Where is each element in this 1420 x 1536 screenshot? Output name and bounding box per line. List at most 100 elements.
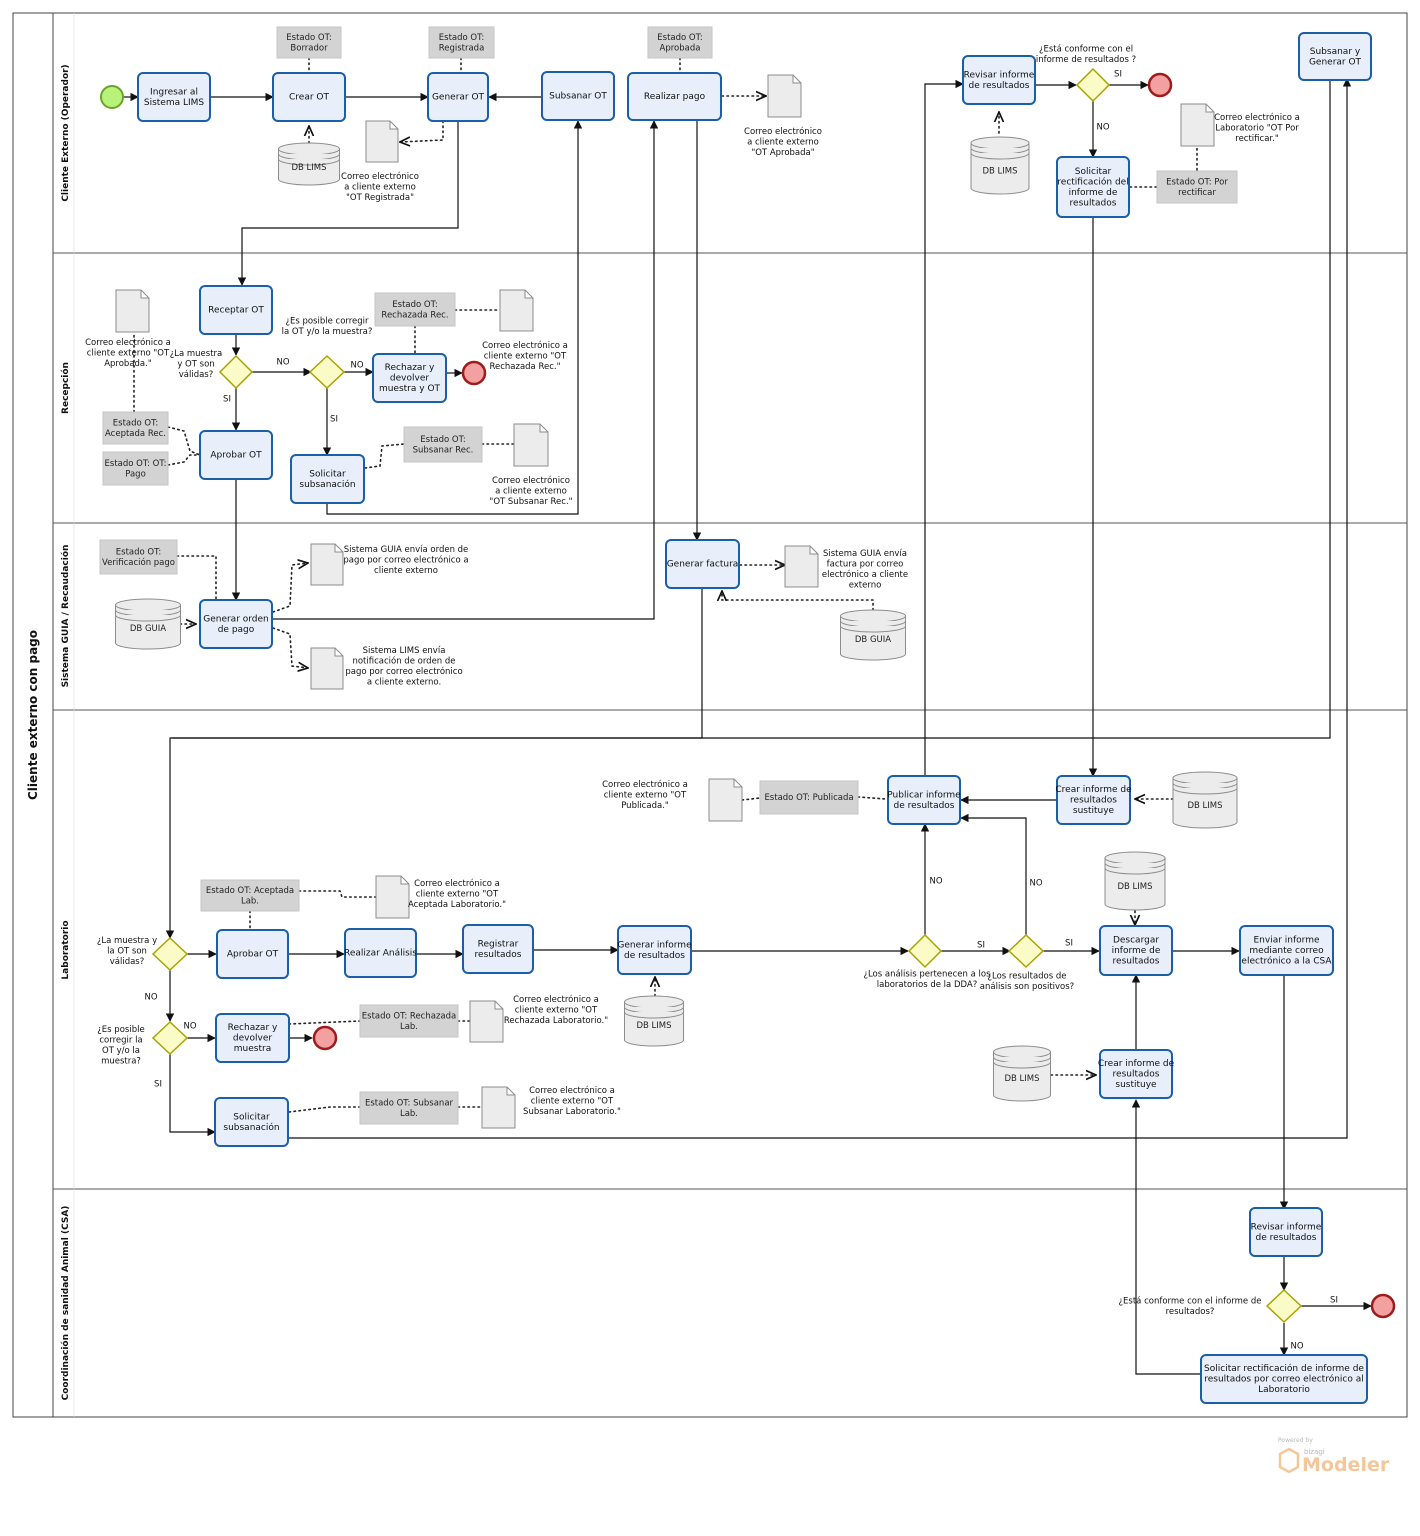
correo-subsanar-rec-document-icon [513, 423, 549, 467]
task-aprobar-ot-rec[interactable]: Aprobar OT [199, 430, 273, 480]
state-rechazada-rec: Estado OT:Rechazada Rec. [374, 292, 456, 327]
database-db-lims-2: DB LIMS [970, 136, 1030, 195]
note-text: cliente externo "OT [604, 791, 687, 801]
association [364, 443, 405, 469]
end-event-recepcion [461, 360, 487, 386]
state-aprobada: Estado OT:Aprobada [647, 26, 713, 59]
task-receptar-ot[interactable]: Receptar OT [199, 285, 273, 335]
task-label: de resultados [1256, 1233, 1317, 1243]
task-label: Generar OT [1309, 57, 1362, 67]
gateway-label: ¿Está conforme con el informe de [1119, 1296, 1262, 1306]
state-publicada: Estado OT: Publicada [759, 780, 859, 815]
flow [288, 78, 1352, 1139]
gateway-corregir-rec [308, 354, 346, 390]
note-text: rectificar." [1235, 134, 1279, 144]
flow-label-no: NO [1029, 879, 1042, 889]
state-registrada: Estado OT:Registrada [428, 26, 495, 59]
task-label: Ingresar al [150, 87, 198, 97]
task-label: Enviar informe [1253, 936, 1319, 946]
task-label: Registrar [478, 939, 519, 949]
flow [1131, 1099, 1201, 1375]
state-label: Aceptada Rec. [105, 429, 166, 439]
task-label: Laboratorio [1258, 1385, 1310, 1395]
note-text: Sistema GUIA envía [823, 549, 907, 559]
flow-label-si: SI [330, 415, 338, 425]
task-label: Generar factura [667, 560, 739, 570]
state-label: Aprobada [660, 43, 701, 53]
note-text: cliente externo "OT [484, 352, 567, 362]
watermark-powered: Powered by [1278, 1437, 1313, 1444]
start-event [100, 85, 124, 109]
database-db-lims-6: DB LIMS [993, 1045, 1051, 1102]
gateway-label: muestra? [101, 1056, 141, 1066]
lane-title-cliente: Cliente Externo (Operador) [61, 64, 71, 201]
association [741, 797, 761, 801]
task-label: Aprobar OT [210, 451, 262, 461]
lane-title-csa: Coordinación de sanidad Animal (CSA) [60, 1206, 71, 1401]
note-text: Laboratorio "OT Por [1215, 124, 1299, 134]
state-label: Estado OT: Aceptada [206, 886, 294, 896]
task-generar-factura[interactable]: Generar factura [665, 539, 740, 589]
task-realizar-pago[interactable]: Realizar pago [627, 72, 722, 121]
task-subsanar-ot[interactable]: Subsanar OT [541, 71, 615, 121]
state-label: Registrada [439, 43, 485, 53]
flow-label-no: NO [1290, 1342, 1303, 1352]
note-text: Correo electrónico a [513, 994, 599, 1005]
task-generar-ot[interactable]: Generar OT [427, 72, 489, 122]
gateway-pertenecen-dda [907, 933, 943, 969]
flow [169, 1054, 216, 1137]
state-label: Estado OT: [420, 435, 465, 445]
database-label: DB LIMS [982, 166, 1017, 176]
database-label: DB LIMS [1117, 882, 1152, 892]
task-label: Aprobar OT [227, 950, 279, 960]
state-label: Verificación pago [102, 557, 175, 568]
association [400, 120, 444, 142]
task-label: muestra [234, 1044, 271, 1054]
note-text: cliente externo "OT [531, 1097, 614, 1107]
note-text: Subsanar Laboratorio." [523, 1107, 621, 1117]
note-text: Publicada." [621, 801, 669, 811]
note-text: externo [849, 580, 882, 590]
gateway-label: resultados? [1166, 1307, 1215, 1317]
gateway-label: laboratorios de la DDA? [877, 980, 977, 990]
gateway-muestra-validas-lab [151, 936, 189, 972]
gateway-label-pertenecen-dda: ¿Los análisis pertenecen a loslaboratori… [863, 969, 991, 990]
task-label: informe de [1069, 188, 1118, 198]
correo-publicada-document-icon [708, 778, 743, 822]
task-realizar-analisis[interactable]: Realizar Análisis [344, 928, 417, 978]
correo-rechazada-rec-document-icon [499, 289, 534, 332]
gateway-label: ¿La muestra y [97, 936, 157, 946]
task-crear-ot[interactable]: Crear OT [272, 72, 346, 122]
association [167, 454, 201, 466]
task-label: Subsanar y [1310, 47, 1361, 57]
task-label: Solicitar rectificación de informe de [1204, 1363, 1364, 1374]
note-text: factura por correo [827, 559, 904, 569]
gateway-muestra-validas-rec [218, 354, 254, 390]
database-db-lims-5: DB LIMS [624, 995, 684, 1047]
task-label: Publicar informe [887, 790, 961, 800]
task-aprobar-ot-lab[interactable]: Aprobar OT [216, 929, 289, 979]
association [288, 1106, 361, 1113]
task-solicitar-rect-csa[interactable]: Solicitar rectificación de informe deres… [1200, 1354, 1368, 1404]
